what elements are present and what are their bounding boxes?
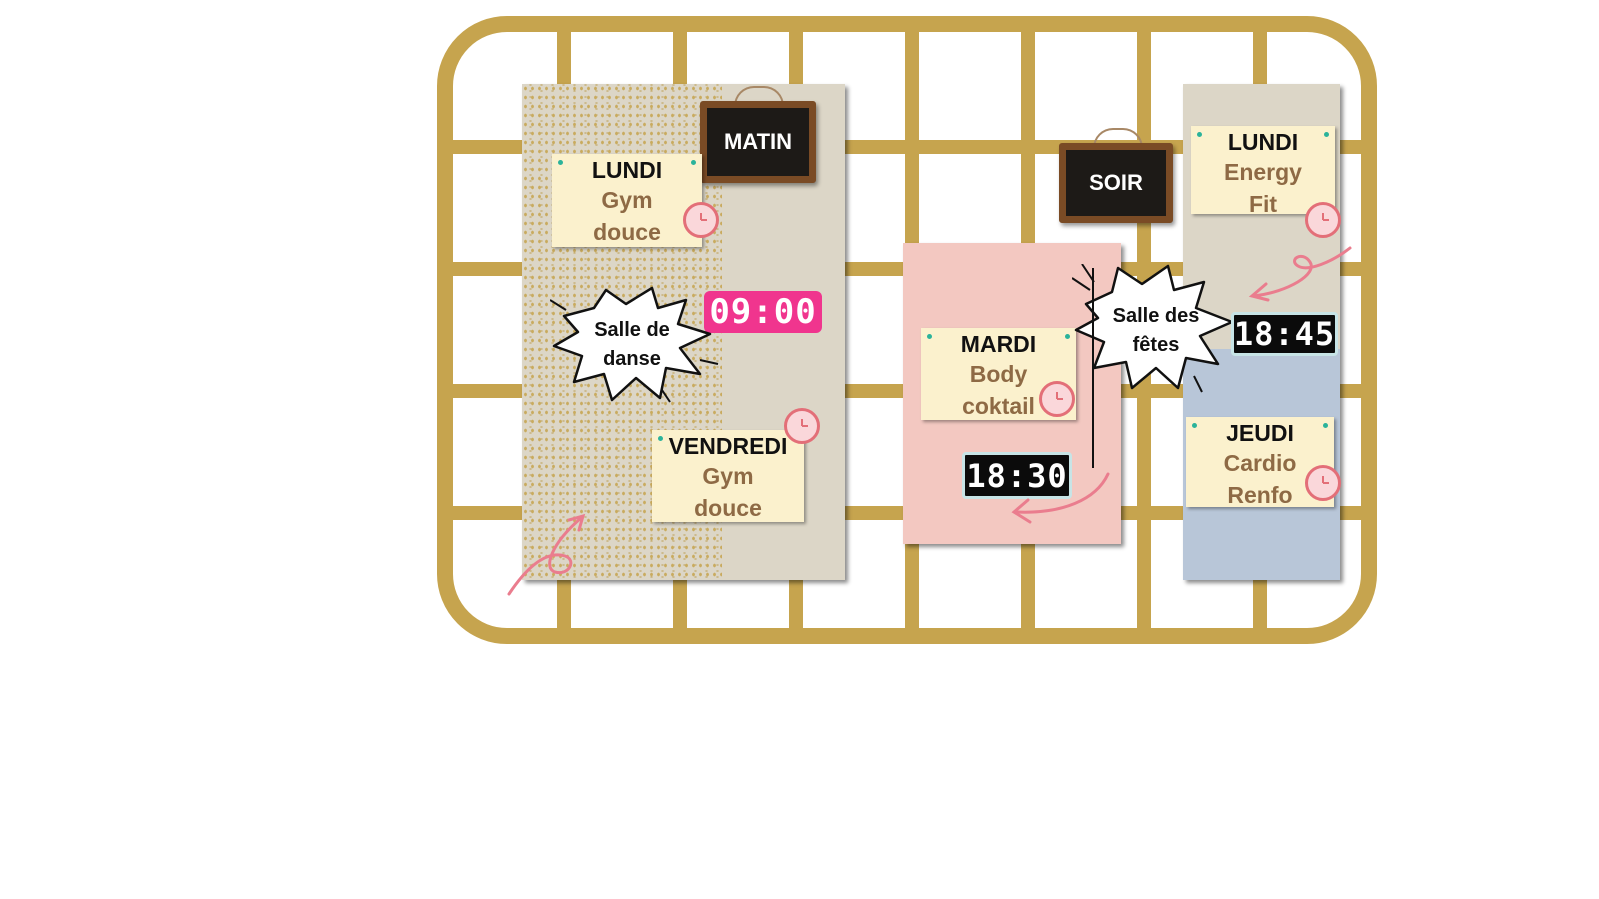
matin-chalkboard: MATIN [700, 101, 816, 183]
pin [1324, 132, 1329, 137]
bubble-line: fêtes [1132, 334, 1180, 356]
note-class-line: douce [593, 219, 661, 245]
pin [1192, 423, 1197, 428]
swirl-arrow-icon [1008, 470, 1112, 526]
clock-icon [1039, 381, 1075, 417]
note-lundi-gym-douce: LUNDI Gym douce [552, 154, 702, 247]
note-day: VENDREDI [668, 433, 788, 459]
pin [1197, 132, 1202, 137]
note-vendredi-gym-douce: VENDREDI Gym douce [652, 430, 804, 522]
pin [927, 334, 932, 339]
note-class-line: Gym [601, 187, 653, 213]
pin [558, 160, 563, 165]
note-class-line: Cardio [1223, 450, 1297, 476]
clock-icon [683, 202, 719, 238]
clock-icon [1305, 202, 1341, 238]
note-day: LUNDI [591, 157, 663, 183]
note-day: LUNDI [1227, 129, 1299, 155]
speech-burst-icon: Salle des fêtes [1071, 263, 1240, 394]
note-day: MARDI [960, 331, 1037, 357]
note-class-line: coktail [962, 393, 1035, 419]
note-class-line: Body [969, 361, 1028, 387]
note-class-line: douce [694, 495, 762, 521]
speech-burst-icon: Salle de danse [549, 286, 720, 404]
note-class-line: Renfo [1227, 482, 1293, 508]
note-day: JEUDI [1226, 420, 1294, 446]
clock-icon [784, 408, 820, 444]
pin [658, 436, 663, 441]
swirl-arrow-icon [1248, 244, 1352, 302]
bubble-line: Salle de [594, 319, 670, 341]
pin [1065, 334, 1070, 339]
time-display-1845: 18:45 [1231, 312, 1338, 356]
pin [1323, 423, 1328, 428]
note-lundi-energy-fit: LUNDI Energy Fit [1191, 126, 1335, 217]
note-class-line: Gym [702, 463, 754, 489]
bubble-line: danse [603, 348, 661, 370]
soir-chalkboard: SOIR [1059, 143, 1173, 223]
time-display-0900: 09:00 [704, 291, 822, 333]
divider-line [1092, 268, 1094, 468]
note-class-line: Fit [1248, 191, 1278, 217]
pin [691, 160, 696, 165]
swirl-arrow-icon [505, 510, 595, 598]
clock-icon [1305, 465, 1341, 501]
time-display-1830: 18:30 [962, 452, 1072, 499]
bubble-line: Salle des [1112, 305, 1200, 327]
note-class-line: Energy [1224, 159, 1302, 185]
